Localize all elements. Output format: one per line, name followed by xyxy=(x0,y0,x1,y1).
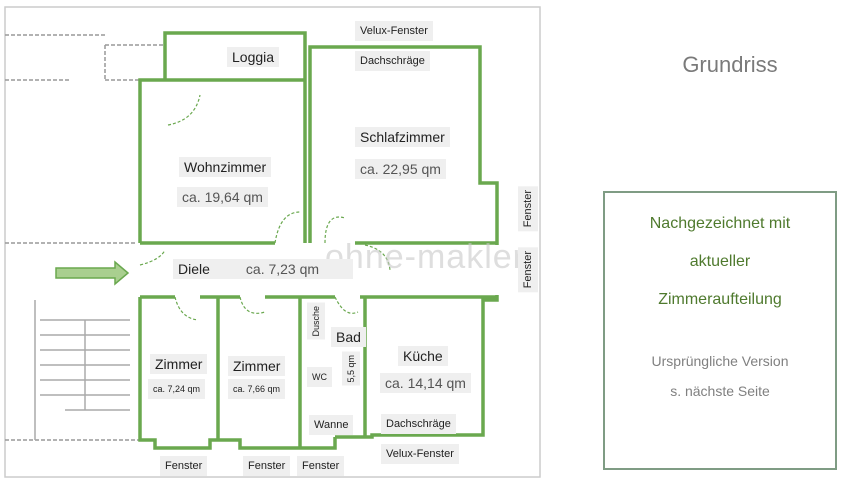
slide-title: Grundriss xyxy=(682,52,778,77)
label-velux-top: Velux-Fenster xyxy=(355,21,433,41)
label-velux-bottom: Velux-Fenster xyxy=(381,444,459,464)
info-line-1: Nachgezeichnet mit xyxy=(649,215,791,232)
label-fenster-right-2: Fenster xyxy=(518,247,538,293)
floor-plan xyxy=(4,6,541,478)
label-wanne: Wanne xyxy=(309,415,354,435)
info-note-1: Ursprüngliche Version xyxy=(651,353,789,369)
label-fenster-bottom-2: Fenster xyxy=(243,456,291,476)
label-dachschraege-bottom: Dachschräge xyxy=(381,414,456,434)
diele-name: Diele xyxy=(178,261,210,277)
walls xyxy=(138,31,499,450)
room-area-kueche: ca. 14,14 qm xyxy=(380,373,471,393)
room-area-bad: 5,5 qm xyxy=(342,352,360,386)
door-swings xyxy=(139,94,391,321)
room-label-diele: Diele ca. 7,23 qm xyxy=(173,259,353,279)
room-label-kueche: Küche xyxy=(398,346,448,366)
room-area-wohnzimmer: ca. 19,64 qm xyxy=(177,187,268,207)
label-fenster-bottom-3: Fenster xyxy=(297,456,345,476)
entrance-arrow xyxy=(55,260,130,286)
label-fenster-right-1: Fenster xyxy=(518,186,538,232)
room-label-schlafzimmer: Schlafzimmer xyxy=(355,127,450,147)
label-dachschraege-top: Dachschräge xyxy=(355,51,430,71)
info-line-3: Zimmeraufteilung xyxy=(658,291,782,308)
info-box: Nachgezeichnet mit aktueller Zimmeraufte… xyxy=(603,191,837,470)
label-wc: WC xyxy=(307,367,332,387)
scan-background xyxy=(4,6,541,478)
room-label-loggia: Loggia xyxy=(227,47,280,67)
room-label-zimmer-1: Zimmer xyxy=(150,354,208,374)
info-line-2: aktueller xyxy=(689,253,751,270)
diele-area: ca. 7,23 qm xyxy=(245,261,320,277)
room-area-zimmer-1: ca. 7,24 qm xyxy=(148,379,206,399)
watermark: ohne-makler xyxy=(325,238,525,276)
label-fenster-bottom-1: Fenster xyxy=(160,456,208,476)
room-area-schlafzimmer: ca. 22,95 qm xyxy=(355,159,446,179)
room-label-zimmer-2: Zimmer xyxy=(228,356,286,376)
room-label-bad: Bad xyxy=(331,327,366,347)
label-dusche: Dusche xyxy=(307,303,325,340)
info-note-2: s. nächste Seite xyxy=(670,383,770,399)
room-area-zimmer-2: ca. 7,66 qm xyxy=(228,379,286,399)
room-label-wohnzimmer: Wohnzimmer xyxy=(179,157,272,177)
